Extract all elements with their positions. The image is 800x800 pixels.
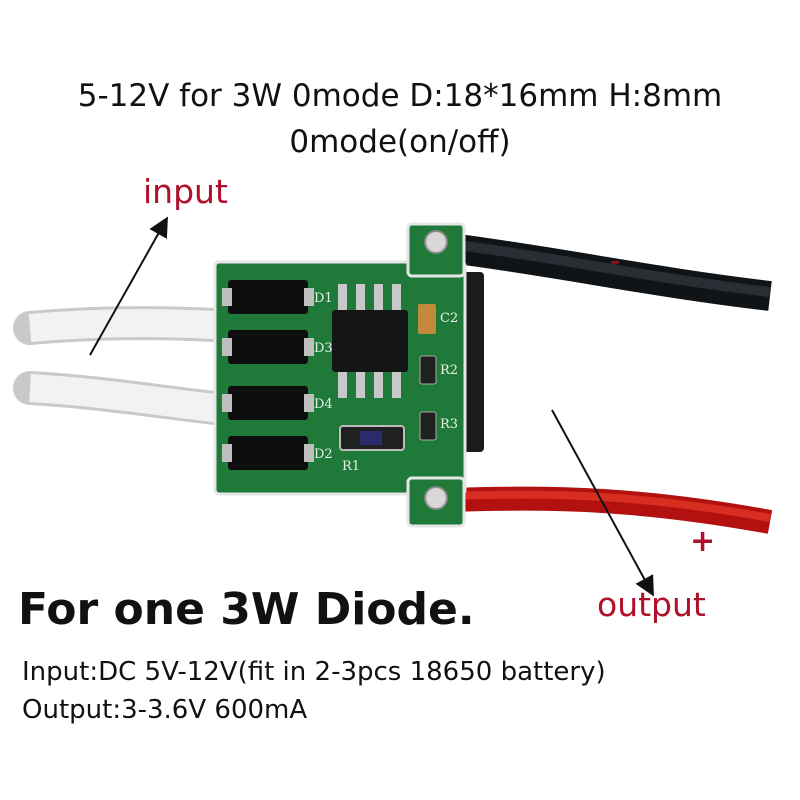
silk-r3: R3 [440, 417, 458, 432]
red-wire [451, 486, 773, 534]
input-arrow [89, 216, 168, 356]
pcb-board [213, 222, 467, 528]
output-label: output [597, 585, 706, 624]
headline: For one 3W Diode. [18, 584, 475, 635]
minus-label: - [610, 244, 621, 277]
output-arrow [551, 409, 654, 597]
silk-d3: D3 [314, 341, 333, 356]
spec-output: Output:3-3.6V 600mA [22, 695, 308, 725]
silkscreen-labels: D1 D3 D4 D2 C2 R2 R3 R1 [314, 291, 458, 474]
input-label: input [143, 172, 228, 211]
spec-input: Input:DC 5V-12V(fit in 2-3pcs 18650 batt… [22, 657, 606, 687]
silk-c2: C2 [440, 311, 458, 326]
title-line-2: 0mode(on/off) [289, 124, 511, 160]
silk-d2: D2 [314, 447, 333, 462]
silk-r2: R2 [440, 363, 458, 378]
silk-d4: D4 [314, 397, 333, 412]
plus-label: + [690, 524, 716, 559]
white-input-wires [13, 306, 232, 425]
title-line-1: 5-12V for 3W 0mode D:18*16mm H:8mm [77, 78, 723, 114]
silk-d1: D1 [314, 291, 333, 306]
black-wire [448, 233, 772, 311]
silk-r1: R1 [342, 459, 360, 474]
